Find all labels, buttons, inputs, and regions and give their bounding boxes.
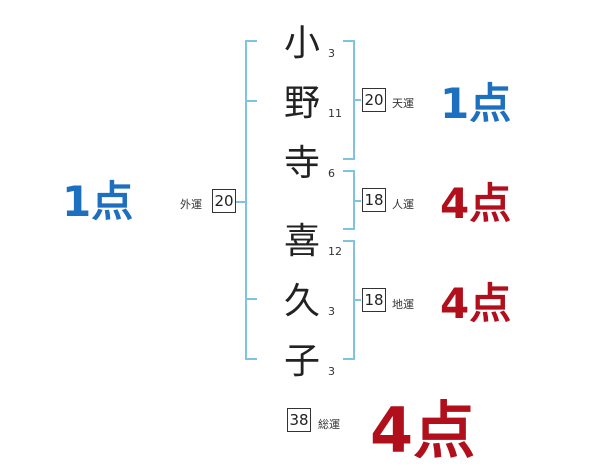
name-char-6: 子 — [283, 341, 320, 382]
chiun-bracket-bottom — [343, 358, 355, 360]
gaiun-label: 外運 — [180, 198, 202, 211]
name-char-2: 野 — [283, 83, 320, 124]
jinun-bracket-top — [343, 170, 355, 172]
gaiun-bracket-tick-2 — [245, 298, 257, 300]
gaiun-bracket-mid — [236, 201, 247, 203]
name-char-1: 小 — [283, 23, 320, 64]
stroke-count-1: 3 — [328, 47, 335, 60]
jinun-bracket-connector — [353, 200, 361, 202]
chiun-score: 4点 — [440, 279, 512, 328]
chiun-label: 地運 — [392, 298, 414, 311]
name-char-3: 寺 — [283, 143, 320, 184]
gaiun-bracket-top — [245, 40, 257, 42]
gaiun-bracket-bottom — [245, 358, 257, 360]
souun-value-box: 38 — [287, 408, 311, 432]
jinun-score: 4点 — [440, 179, 512, 228]
gaiun-value-box: 20 — [212, 189, 236, 213]
jinun-value-box: 18 — [362, 188, 386, 212]
tenun-score: 1点 — [440, 79, 512, 128]
tenun-value-box: 20 — [362, 88, 386, 112]
souun-score: 4点 — [370, 394, 476, 467]
tenun-bracket-connector — [353, 99, 361, 101]
tenun-label: 天運 — [392, 97, 414, 110]
tenun-bracket-top — [343, 40, 355, 42]
stroke-count-4: 12 — [328, 245, 342, 258]
gaiun-bracket-vertical — [245, 40, 247, 360]
tenun-bracket-bottom — [343, 158, 355, 160]
gaiun-bracket-tick-1 — [245, 100, 257, 102]
stroke-count-5: 3 — [328, 305, 335, 318]
chiun-value-box: 18 — [362, 288, 386, 312]
gaiun-score: 1点 — [62, 177, 134, 226]
stroke-count-6: 3 — [328, 365, 335, 378]
souun-label: 総運 — [318, 418, 340, 431]
stroke-count-2: 11 — [328, 107, 342, 120]
chiun-bracket-top — [343, 240, 355, 242]
chiun-bracket-connector — [353, 299, 361, 301]
name-char-5: 久 — [283, 281, 320, 322]
name-char-4: 喜 — [283, 221, 320, 262]
jinun-label: 人運 — [392, 198, 414, 211]
jinun-bracket-bottom — [343, 228, 355, 230]
stroke-count-3: 6 — [328, 167, 335, 180]
